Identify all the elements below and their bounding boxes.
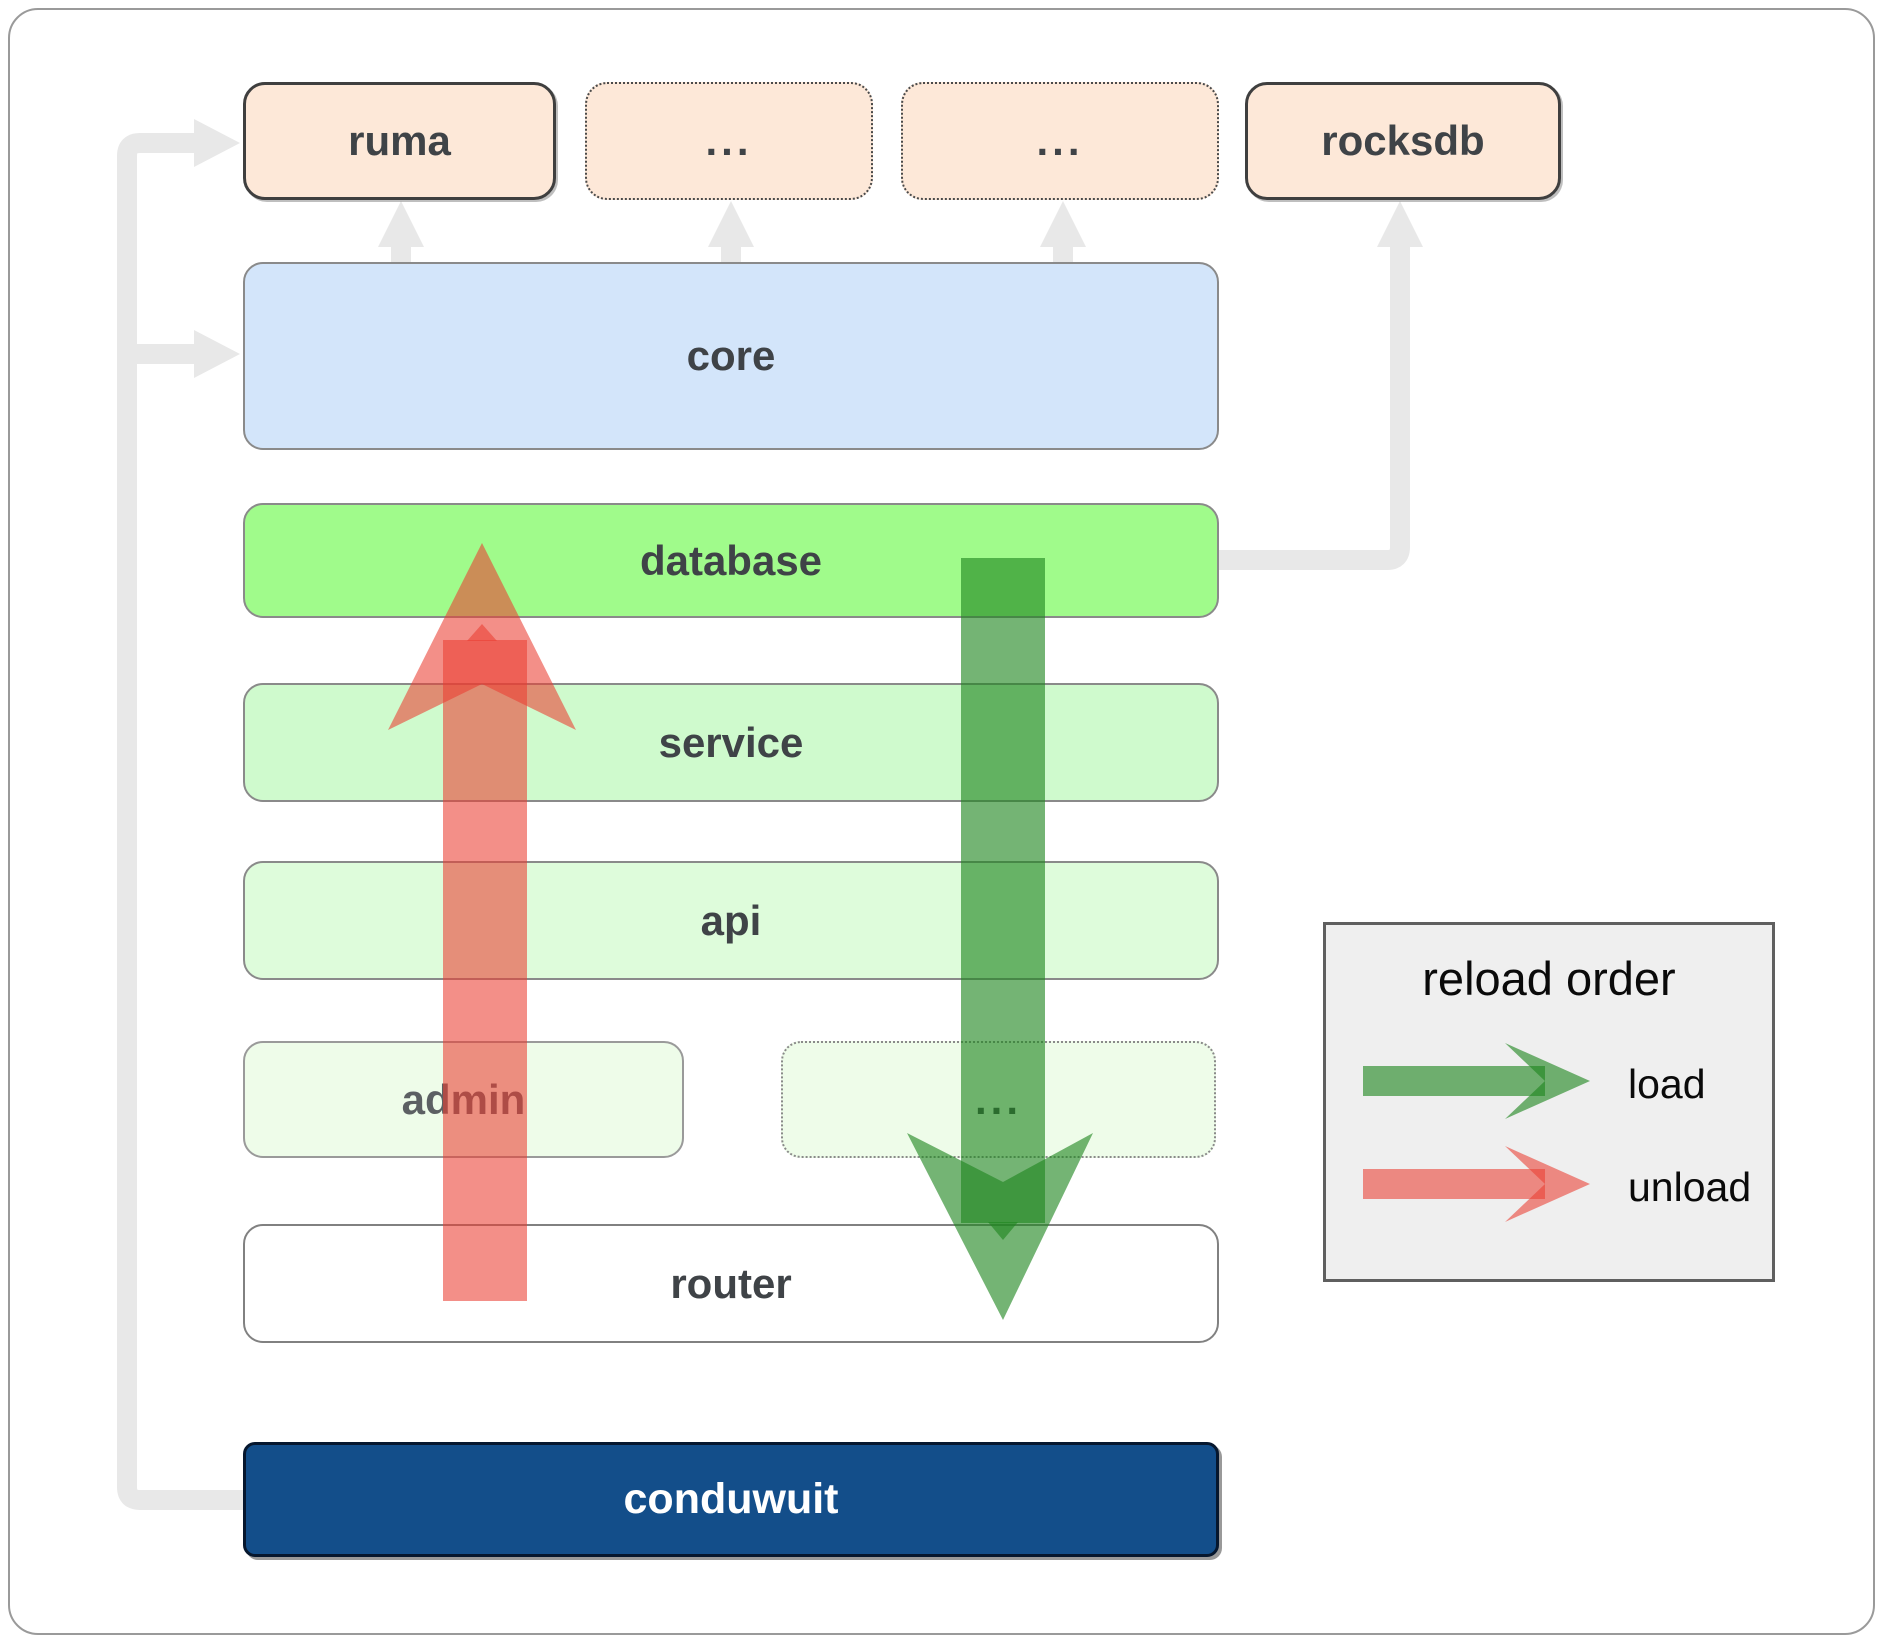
- box-conduwuit: conduwuit: [243, 1442, 1219, 1557]
- box-more-dependencies-1: ...: [585, 82, 873, 200]
- box-database: database: [243, 503, 1219, 618]
- box-admin-more-label: ...: [974, 1075, 1022, 1123]
- box-rocksdb: rocksdb: [1245, 82, 1561, 200]
- box-admin-label: admin: [401, 1075, 526, 1123]
- box-database-label: database: [639, 536, 823, 584]
- box-service-label: service: [658, 718, 804, 766]
- box-service: service: [243, 683, 1219, 802]
- legend-title: reload order: [1422, 952, 1676, 1005]
- box-more-dependencies-2-label: ...: [1036, 117, 1084, 164]
- box-core: core: [243, 262, 1219, 450]
- box-ruma: ruma: [243, 82, 556, 200]
- box-api-label: api: [700, 896, 762, 944]
- box-api: api: [243, 861, 1219, 980]
- legend-load-label: load: [1628, 1061, 1706, 1107]
- box-more-dependencies-1-label: ...: [705, 117, 753, 164]
- box-router: router: [243, 1224, 1219, 1343]
- box-ruma-label: ruma: [348, 117, 451, 164]
- box-rocksdb-label: rocksdb: [1321, 117, 1485, 164]
- legend-reload-order: reload order load unload: [1323, 922, 1775, 1282]
- box-router-label: router: [670, 1259, 792, 1307]
- diagram-outer-frame: [8, 8, 1875, 1635]
- legend-unload-label: unload: [1628, 1164, 1752, 1210]
- box-core-label: core: [686, 332, 776, 379]
- box-conduwuit-label: conduwuit: [623, 1475, 839, 1523]
- box-admin: admin: [243, 1041, 684, 1158]
- box-admin-more: ...: [781, 1041, 1216, 1158]
- box-more-dependencies-2: ...: [901, 82, 1219, 200]
